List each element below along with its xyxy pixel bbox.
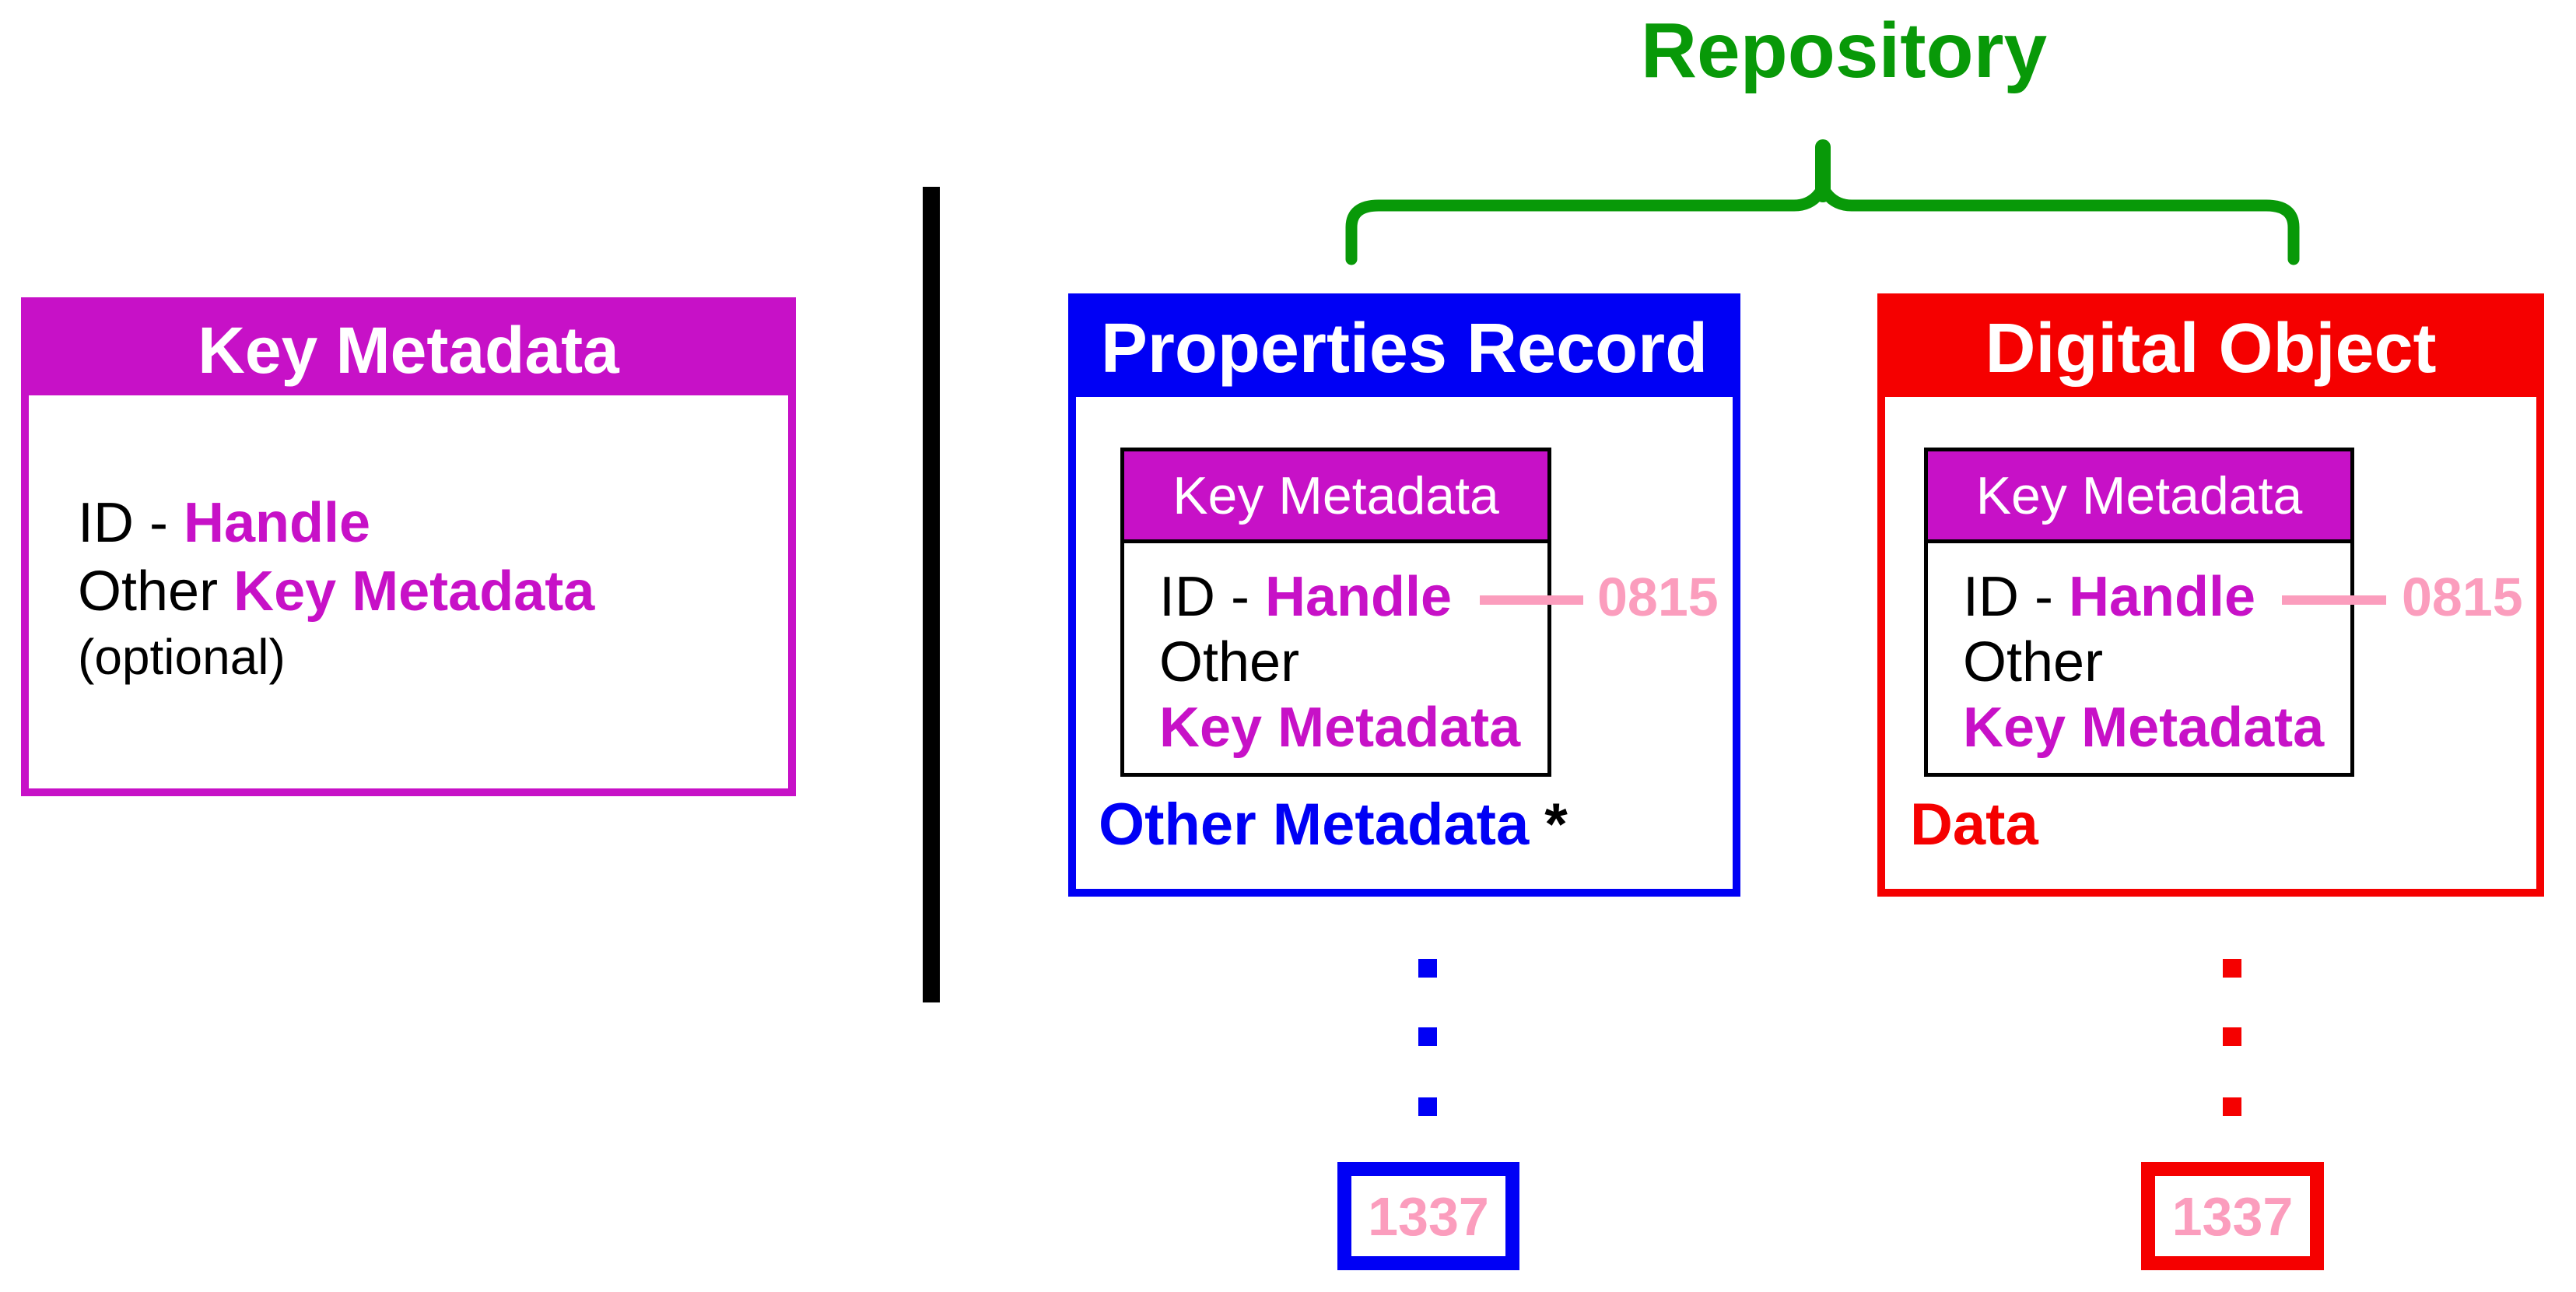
optional-label: (optional) xyxy=(78,629,286,685)
key-metadata-label: Key Metadata xyxy=(1963,697,2325,759)
handle-connector-line xyxy=(1480,595,1583,605)
dotted-connector-dot xyxy=(2223,959,2241,978)
digital-key-metadata-box: Key Metadata ID - Handle Other Key Metad… xyxy=(1924,448,2354,777)
key-metadata-label: Key Metadata xyxy=(1159,697,1521,759)
asterisk: * xyxy=(1544,792,1568,858)
properties-leaf-id-box: 1337 xyxy=(1337,1162,1519,1270)
dotted-connector-dot xyxy=(1418,1027,1437,1046)
repository-title: Repository xyxy=(1640,7,2048,94)
other-line: Other xyxy=(1159,631,1300,693)
id-handle-line: ID - Handle xyxy=(1963,566,2256,628)
properties-record-header: Properties Record xyxy=(1076,301,1733,397)
digital-key-metadata-header: Key Metadata xyxy=(1928,451,2350,543)
id-handle-line: ID - Handle xyxy=(1159,566,1453,628)
other-metadata-label: Other Metadata* xyxy=(1099,792,1568,858)
properties-key-metadata-header: Key Metadata xyxy=(1124,451,1547,543)
handle-value: 0815 xyxy=(2402,567,2523,627)
handle-connector-line xyxy=(2282,595,2386,605)
key-metadata-label: Key Metadata xyxy=(233,560,595,623)
key-metadata-box: Key Metadata ID - Handle Other Key Metad… xyxy=(21,297,796,796)
divider-line xyxy=(923,187,940,1002)
handle-label: Handle xyxy=(183,492,371,554)
dotted-connector-dot xyxy=(1418,959,1437,978)
handle-label: Handle xyxy=(1264,566,1453,628)
dotted-connector-dot xyxy=(2223,1027,2241,1046)
data-label: Data xyxy=(1910,792,2038,858)
dotted-connector-dot xyxy=(2223,1097,2241,1116)
properties-key-metadata-box: Key Metadata ID - Handle Other Key Metad… xyxy=(1120,448,1551,777)
handle-label: Handle xyxy=(2068,566,2256,628)
digital-object-header: Digital Object xyxy=(1885,301,2536,397)
other-key-metadata-line: Other Key Metadata xyxy=(78,560,595,623)
other-line: Other xyxy=(1963,631,2104,693)
key-metadata-box-header: Key Metadata xyxy=(29,305,788,395)
key-metadata-box-body: ID - Handle Other Key Metadata (optional… xyxy=(29,395,788,688)
digital-leaf-id-box: 1337 xyxy=(2141,1162,2324,1270)
dotted-connector-dot xyxy=(1418,1097,1437,1116)
id-handle-line: ID - Handle xyxy=(78,492,371,554)
handle-value: 0815 xyxy=(1597,567,1719,627)
